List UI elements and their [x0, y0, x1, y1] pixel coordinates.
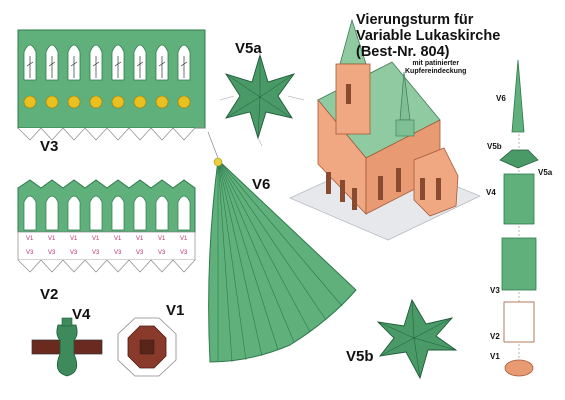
label-v4: V4 [72, 306, 91, 323]
title-line-2: Variable Lukaskirche [356, 28, 501, 44]
tab-label: V3 [70, 250, 78, 256]
tab-label: V1 [158, 236, 166, 242]
v2-tab-labels: V1 V1 V1 V1 V1 V1 V1 V1 V3 V3 V3 V3 V3 V… [18, 236, 195, 260]
assembly-label-v1: V1 [490, 352, 500, 361]
assembly-label-v4: V4 [486, 188, 496, 197]
part-v3-strip [17, 29, 206, 141]
assembly-label-v5a: V5a [538, 168, 553, 177]
assembly-label-v5b: V5b [487, 142, 502, 151]
part-v1 [117, 317, 177, 377]
label-v2: V2 [40, 286, 59, 303]
assembly-label-v3: V3 [490, 286, 500, 295]
label-v6: V6 [252, 176, 271, 193]
assembly-label-v2: V2 [490, 332, 500, 341]
tab-label: V1 [92, 236, 100, 242]
tab-label: V1 [114, 236, 122, 242]
part-v4 [31, 317, 103, 377]
tab-label: V3 [26, 250, 34, 256]
part-v2-strip [17, 179, 196, 273]
part-v6-fan [207, 131, 357, 363]
note-line-1: mit patinierter [412, 60, 460, 67]
sheet-note: mit patinierter Kupfereindeckung [405, 60, 466, 76]
tab-label: V1 [26, 236, 34, 242]
tab-label: V3 [48, 250, 56, 256]
assembly-stack [499, 59, 539, 377]
tab-label: V3 [158, 250, 166, 256]
tab-label: V1 [180, 236, 188, 242]
tab-label: V1 [48, 236, 56, 242]
part-v5a [219, 45, 305, 147]
church-illustration [289, 18, 481, 241]
title-line-3: (Best-Nr. 804) [356, 44, 450, 60]
part-v5b [376, 298, 458, 380]
label-v5b: V5b [346, 348, 374, 365]
tab-label: V3 [136, 250, 144, 256]
tab-label: V3 [92, 250, 100, 256]
tab-label: V1 [70, 236, 78, 242]
note-line-2: Kupfereindeckung [405, 68, 467, 75]
sheet-title: Vierungsturm für Variable Lukaskirche (B… [356, 12, 500, 60]
label-v5a: V5a [235, 40, 262, 57]
title-line-1: Vierungsturm für [356, 12, 474, 28]
tab-label: V3 [180, 250, 188, 256]
label-v1: V1 [166, 302, 185, 319]
tab-label: V3 [114, 250, 122, 256]
tab-label: V1 [136, 236, 144, 242]
assembly-label-v6: V6 [496, 94, 506, 103]
label-v3: V3 [40, 138, 59, 155]
